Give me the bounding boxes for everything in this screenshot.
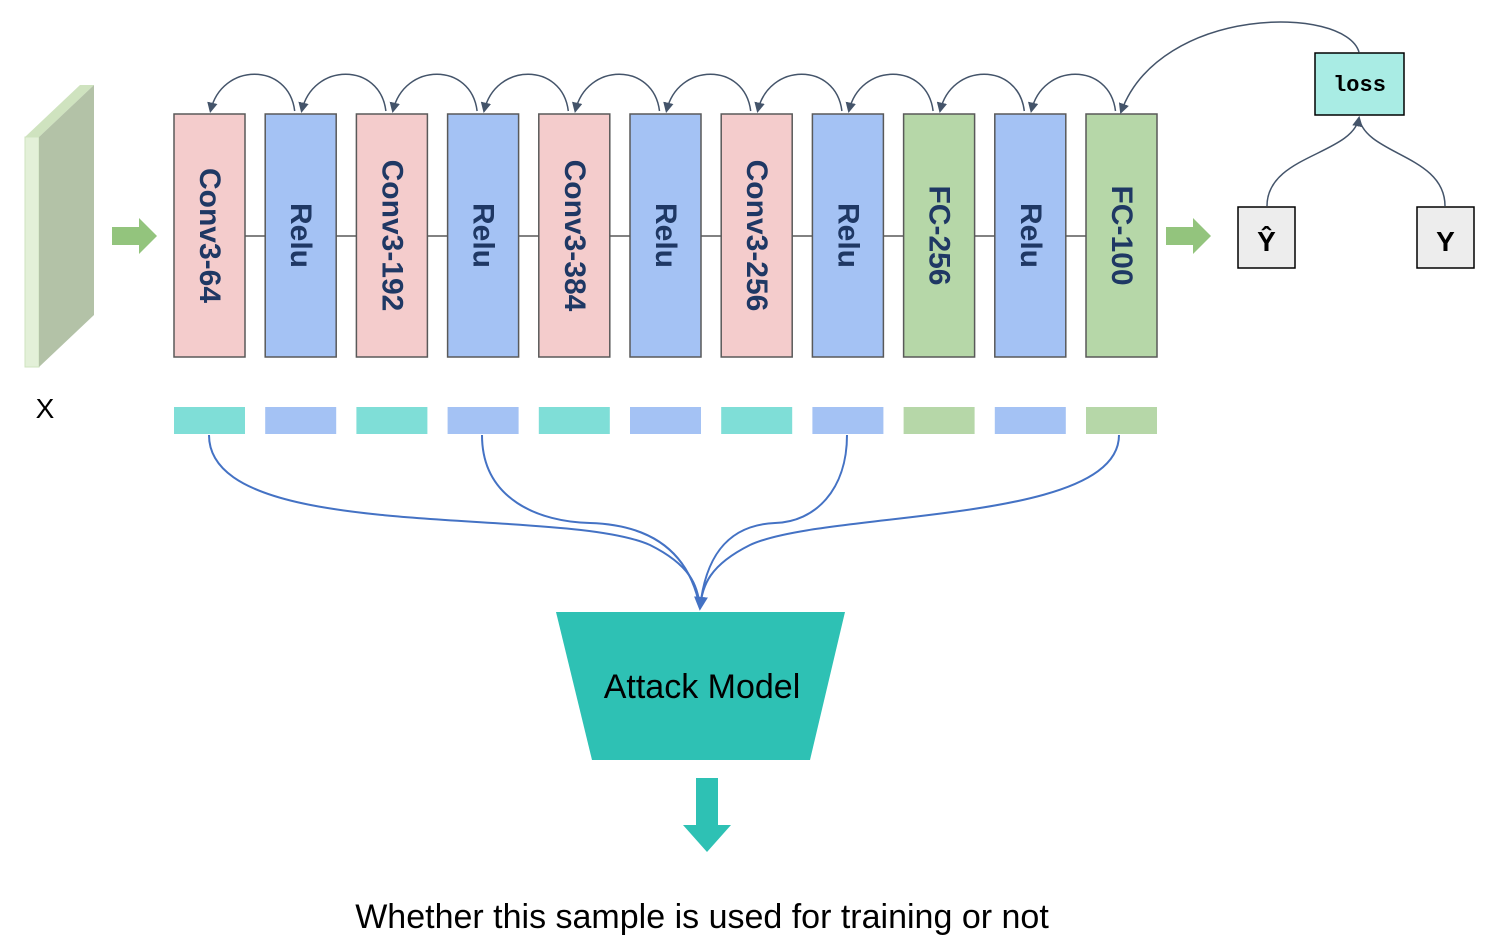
backprop-curve xyxy=(389,73,478,114)
feature-bar-fc xyxy=(903,407,975,434)
feature-curve-relu-2 xyxy=(699,434,848,609)
layer-label: Conv3-256 xyxy=(740,160,773,312)
backprop-curve xyxy=(298,73,387,114)
feature-curve-conv xyxy=(208,434,701,609)
layer-label: Relu xyxy=(467,203,500,268)
loss-label: loss xyxy=(1333,73,1386,98)
layer-label: Conv3-384 xyxy=(558,160,591,312)
target-to-loss-arrow xyxy=(1358,117,1446,207)
feature-bar-relu xyxy=(994,407,1066,434)
result-arrow xyxy=(683,778,731,852)
layer-label: FC-100 xyxy=(1105,185,1138,285)
layer-box-conv xyxy=(355,113,429,358)
layer-box-relu xyxy=(994,113,1067,358)
backprop-curve xyxy=(572,73,661,114)
backprop-curve xyxy=(207,73,296,114)
prediction-box xyxy=(1237,206,1296,269)
feature-bar-conv xyxy=(356,407,428,434)
feature-outputs xyxy=(174,407,1157,434)
attack-model-box xyxy=(556,612,845,760)
network-layers: Conv3-64 Relu Conv3-192 Relu Conv3-384 Relu Co… xyxy=(173,113,1158,358)
layer-label: Relu xyxy=(831,203,864,268)
loss-to-fc-arrow xyxy=(1118,21,1360,114)
output-flow-arrow xyxy=(1166,218,1211,254)
layer-label: FC-256 xyxy=(923,185,956,285)
prediction-label: Ŷ xyxy=(1257,226,1276,257)
layer-box-relu xyxy=(629,113,702,358)
backprop-curve xyxy=(1028,73,1117,114)
layer-box-conv xyxy=(538,113,611,358)
attack-model-label: Attack Model xyxy=(604,668,801,706)
feature-bar-relu xyxy=(812,407,884,434)
result-text: Whether this sample is used for training… xyxy=(355,898,1049,936)
target-label: Y xyxy=(1436,226,1455,257)
layer-box-conv xyxy=(173,113,246,358)
layer-box-relu xyxy=(811,113,885,358)
feature-bar-fc xyxy=(1086,407,1157,434)
backprop-curve xyxy=(845,73,934,114)
layer-label: Relu xyxy=(284,203,317,268)
layer-label: Conv3-192 xyxy=(375,160,408,312)
feature-bar-conv xyxy=(538,407,610,434)
backprop-curve xyxy=(480,73,570,114)
layer-box-conv xyxy=(720,113,793,358)
layer-label: Relu xyxy=(649,203,682,268)
backprop-curve xyxy=(663,73,752,114)
layer-label: Conv3-64 xyxy=(193,168,226,303)
target-box xyxy=(1416,206,1475,269)
backprop-arrows xyxy=(207,73,1117,114)
feature-bar-conv xyxy=(174,407,245,434)
prediction-to-loss-arrow xyxy=(1266,115,1363,207)
feature-bar-conv xyxy=(721,407,793,434)
input-tensor xyxy=(24,85,94,368)
backprop-curve xyxy=(754,73,843,114)
backprop-curve xyxy=(936,73,1026,114)
input-flow-arrow xyxy=(112,218,157,254)
attack-inputs xyxy=(208,434,1120,611)
layer-label: Relu xyxy=(1014,203,1047,268)
layer-box-relu xyxy=(446,113,520,358)
input-label: X xyxy=(36,393,55,424)
feature-curve-relu-1 xyxy=(481,434,701,609)
layer-box-fc xyxy=(902,113,976,358)
feature-bar-relu xyxy=(447,407,519,434)
feature-bar-relu xyxy=(265,407,337,434)
layer-box-relu xyxy=(264,113,337,358)
layer-box-fc xyxy=(1085,113,1158,358)
feature-curve-fc xyxy=(693,434,1120,611)
feature-bar-relu xyxy=(630,407,701,434)
loss-box xyxy=(1314,52,1405,116)
